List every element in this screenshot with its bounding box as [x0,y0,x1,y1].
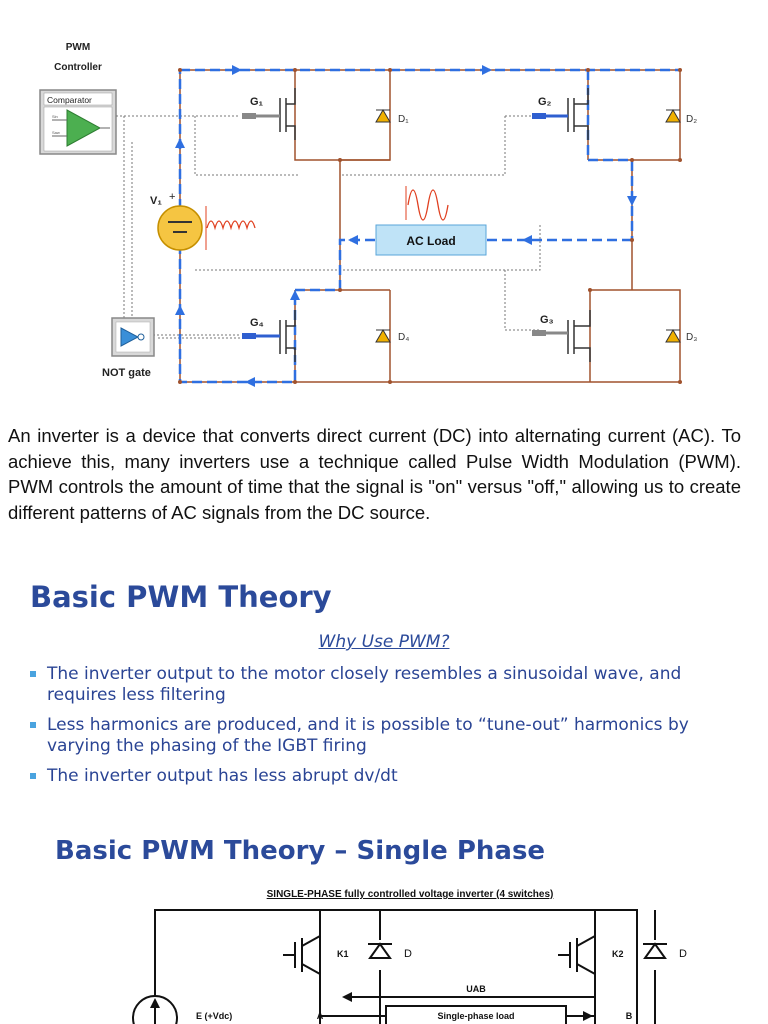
ac-load-box [375,224,487,256]
node-b-label: B [626,1011,633,1021]
pwm-controller-line1: PWM [66,42,90,53]
inverter-circuit-diagram: PWM Controller Comparator Sin Saw [39,42,697,387]
not-gate-label: NOT gate [102,367,151,379]
bullet-item: The inverter output to the motor closely… [30,664,750,706]
dc-source [157,205,203,251]
slide2-title: Basic PWM Theory – Single Phase [55,836,546,866]
comparator-symbol [66,109,102,147]
v1-plus: + [169,191,175,203]
bullet-item: The inverter output has less abrupt dv/d… [30,766,750,787]
v1-label: V₁ [150,195,162,207]
d3-label: D₃ [686,332,697,343]
comparator-in2: Saw [52,130,60,135]
single-phase-inverter-diagram: SINGLE-PHASE fully controlled voltage in… [132,889,687,1024]
k2-label: K2 [612,949,624,959]
d4-label: D₄ [398,332,409,343]
diagram-caption: SINGLE-PHASE fully controlled voltage in… [267,889,554,900]
d-right-label: D [679,948,687,960]
comparator-label: Comparator [47,95,92,105]
d1-label: D₁ [398,114,409,125]
bullet-marker [30,671,36,677]
intro-paragraph: An inverter is a device that converts di… [8,425,741,523]
bullet-text: Less harmonics are produced, and it is p… [47,715,689,756]
load-label: Single-phase load [437,1011,514,1021]
ac-load-label: AC Load [406,234,455,248]
g2-label: G₂ [538,96,552,108]
uab-label: UAB [466,984,486,994]
comparator-in1: Sin [52,114,58,119]
slide1-subtitle: Why Use PWM? [318,632,450,652]
ripple-wave [206,220,256,231]
bullet-text: The inverter output to the motor closely… [47,664,682,705]
slide1-title: Basic PWM Theory [30,580,332,614]
pwm-controller-label-2: Controller [54,62,102,73]
g3-label: G₃ [540,314,554,326]
g1-label: G₁ [250,96,264,108]
bullet-marker [30,773,36,779]
node-a-label: A [317,1011,324,1021]
pwm-controller-label: PWM [66,42,90,53]
diodes [375,109,681,343]
g4-label: G₄ [250,317,264,329]
k1-label: K1 [337,949,349,959]
d2-label: D₂ [686,114,697,125]
d-left-label: D [404,948,412,960]
bullet-marker [30,722,36,728]
gate-drivers [242,113,568,339]
ac-wave [407,189,449,221]
bullet-item: Less harmonics are produced, and it is p… [30,715,750,757]
bullet-text: The inverter output has less abrupt dv/d… [47,766,398,786]
source-label: E (+Vdc) [196,1011,232,1021]
